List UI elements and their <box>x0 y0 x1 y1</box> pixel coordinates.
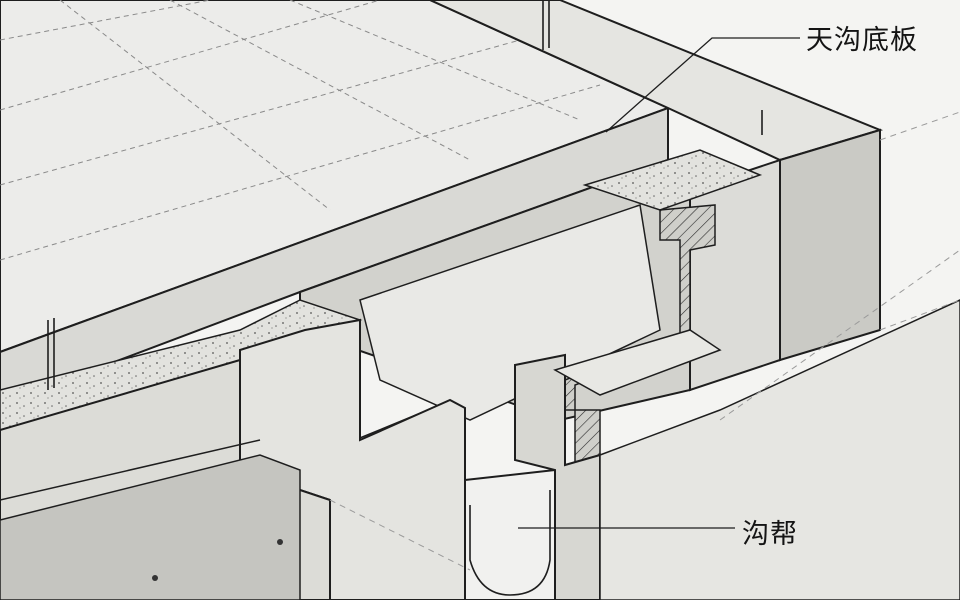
screed-layer-rear <box>582 149 763 211</box>
rebar-stubs <box>47 0 763 390</box>
leader-gutter-bottom <box>605 37 800 133</box>
callout-gutter-bottom-slab: 天沟底板 <box>806 25 918 56</box>
gutter-side-wall-right <box>514 353 601 600</box>
edge-beam-recess <box>0 454 301 600</box>
rear-parapet-face <box>779 128 881 362</box>
roof-tile-grid <box>0 0 601 261</box>
anchor-hole <box>277 539 283 545</box>
projection-lines <box>329 111 960 571</box>
callout-gutter-side-wall: 沟帮 <box>742 519 798 550</box>
insulation-right <box>564 204 716 463</box>
anchor-hole <box>152 575 158 581</box>
gutter-channel <box>464 468 556 600</box>
gutter-channel-curve <box>469 490 551 596</box>
step-ledge-right <box>553 329 722 396</box>
right-lower-wall <box>599 299 960 600</box>
beam-shadow-line <box>0 439 261 501</box>
